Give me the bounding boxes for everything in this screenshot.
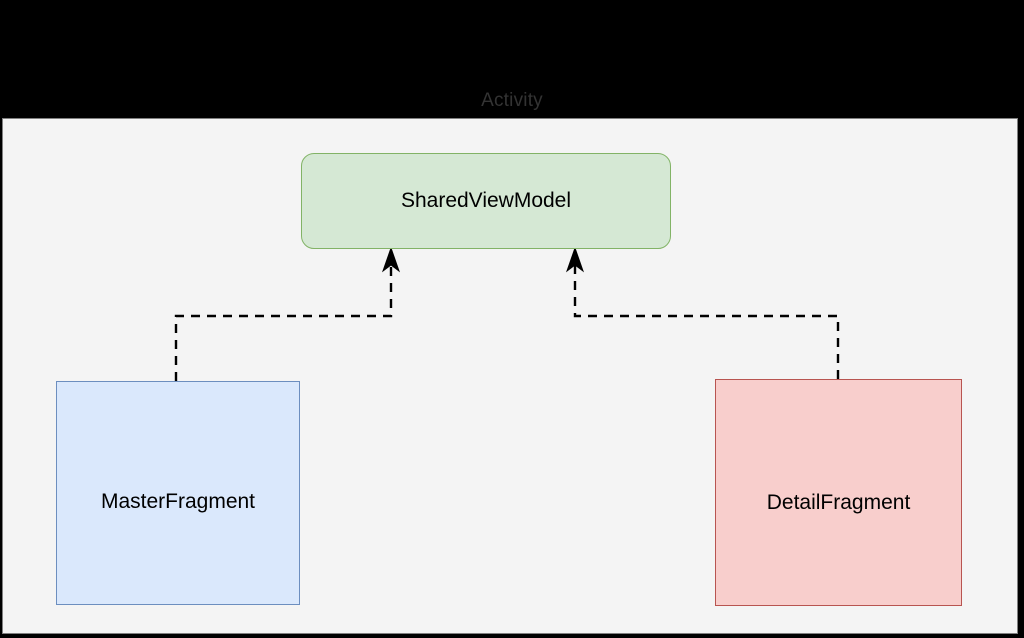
node-masterfragment[interactable]: MasterFragment xyxy=(56,381,300,605)
activity-title-label: Activity xyxy=(481,90,543,111)
node-sharedviewmodel-label: SharedViewModel xyxy=(400,189,572,212)
node-masterfragment-label: MasterFragment xyxy=(100,490,256,513)
node-detailfragment[interactable]: DetailFragment xyxy=(715,379,962,606)
node-detailfragment-label: DetailFragment xyxy=(766,491,911,514)
node-sharedviewmodel[interactable]: SharedViewModel xyxy=(301,153,671,249)
